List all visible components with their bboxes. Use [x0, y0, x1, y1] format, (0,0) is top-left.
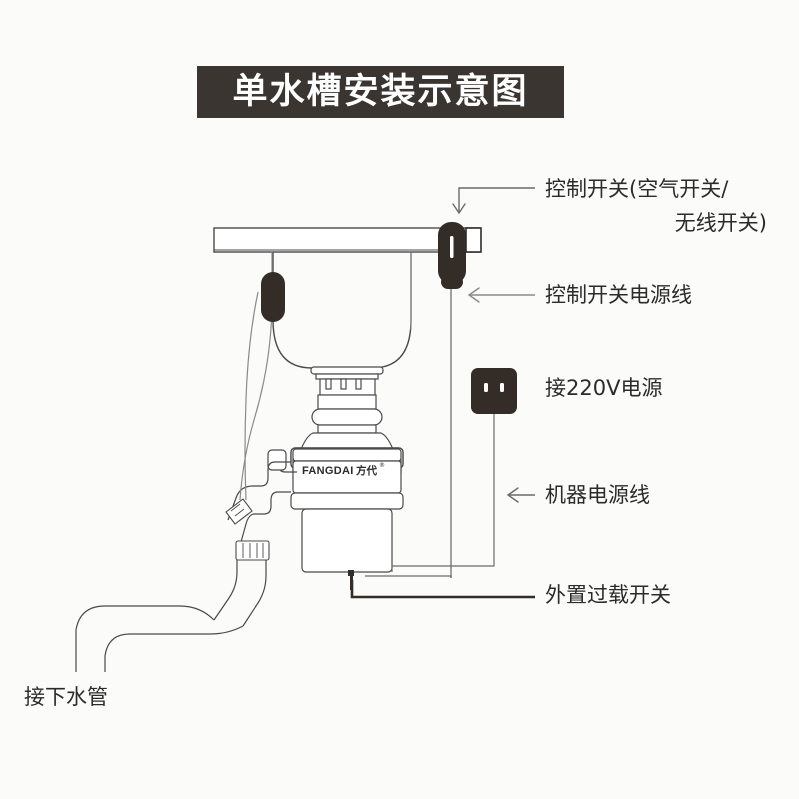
label-control-switch-line2: 无线开关): [674, 211, 767, 235]
leader-overload-switch: [350, 580, 535, 599]
control-switch-module: [438, 222, 482, 289]
hose-clamp-horizontal: [235, 540, 270, 561]
switch-wire-left-loop: [244, 291, 259, 501]
countertop-slab: [213, 227, 480, 253]
leader-machine-power-cable: [506, 487, 535, 503]
brand-logo-trademark: ®: [379, 462, 385, 469]
label-control-switch-cable: 控制开关电源线: [545, 283, 692, 307]
label-control-switch-line1: 控制开关(空气开关/: [545, 177, 729, 201]
switch-wire-left-lower: [239, 299, 273, 501]
cable-clip: [261, 272, 285, 322]
machine-power-cable: [365, 410, 495, 578]
overload-reset-button: [348, 570, 354, 576]
sink-drain-flange: [310, 366, 384, 434]
label-external-overload-switch: 外置过载开关: [545, 583, 671, 607]
label-control-switch: 控制开关(空气开关/ 无线开关): [545, 172, 785, 240]
brand-logo-latin: FANGDAI: [302, 465, 354, 477]
sink-basin: [272, 250, 412, 369]
food-waste-disposer: [267, 432, 404, 573]
drain-pipe-s-trap: [75, 605, 244, 672]
label-power-220v: 接220V电源: [545, 376, 663, 400]
label-drain-pipe: 接下水管: [24, 685, 108, 709]
leader-control-switch: [452, 187, 535, 215]
leader-control-switch-cable: [467, 287, 535, 303]
label-machine-power-cable: 机器电源线: [545, 483, 650, 507]
brand-logo-cn: 方代: [356, 464, 377, 477]
hose-clamp-diagonal: [225, 498, 253, 525]
page-title: 单水槽安装示意图: [232, 71, 529, 112]
title-banner: 单水槽安装示意图: [197, 66, 564, 118]
power-outlet-220v: [471, 368, 517, 414]
